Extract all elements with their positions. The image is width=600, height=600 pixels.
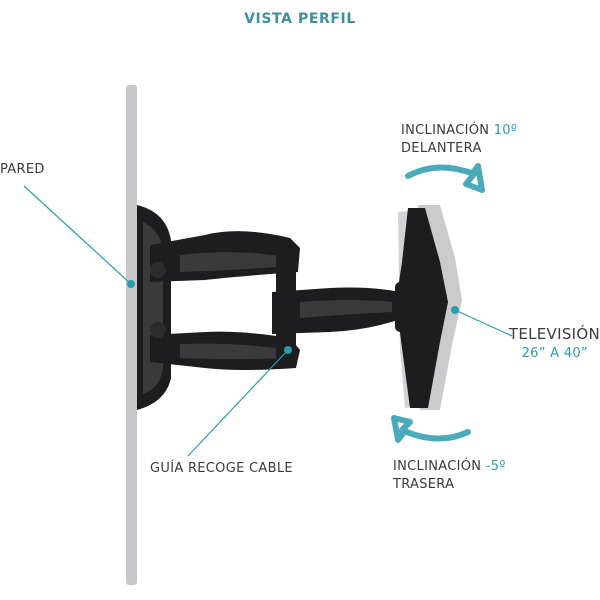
tv-leader-dot	[451, 306, 459, 314]
wall-leader-dot	[127, 280, 135, 288]
tilt-front-label-line2: DELANTERA	[401, 141, 482, 156]
cable-guide-leader-line	[187, 349, 289, 457]
tilt-front-label: INCLINACIÓN 10º DELANTERA	[401, 122, 517, 158]
tilt-back-label-text: INCLINACIÓN	[393, 459, 482, 474]
wall-leader-line	[23, 185, 132, 285]
tv-label-name: TELEVISIÓN	[508, 325, 600, 343]
wall	[126, 85, 137, 585]
cable-guide-label: GUÍA RECOGE CABLE	[150, 461, 293, 476]
tilt-front-arrow	[405, 163, 485, 193]
cable-guide-leader-dot	[284, 346, 292, 354]
pivot-joint-top-left	[150, 262, 166, 278]
tv-leader-line	[454, 309, 513, 337]
pivot-joint-bottom-left	[150, 322, 166, 338]
tilt-front-label-text: INCLINACIÓN	[401, 123, 490, 138]
tilt-back-label: INCLINACIÓN -5º TRASERA	[393, 458, 506, 494]
tilt-back-label-value: -5º	[485, 459, 506, 474]
tilt-back-label-line2: TRASERA	[393, 477, 455, 492]
tv-plate	[396, 208, 448, 408]
tilt-back-arrow	[391, 415, 471, 443]
wall-label: PARED	[0, 162, 45, 177]
tv-label-size: 26” A 40”	[521, 346, 588, 361]
diagram-title: VISTA PERFIL	[244, 11, 356, 27]
tilt-front-label-value: 10º	[493, 123, 518, 138]
tv-label: TELEVISIÓN 26” A 40”	[509, 324, 600, 364]
